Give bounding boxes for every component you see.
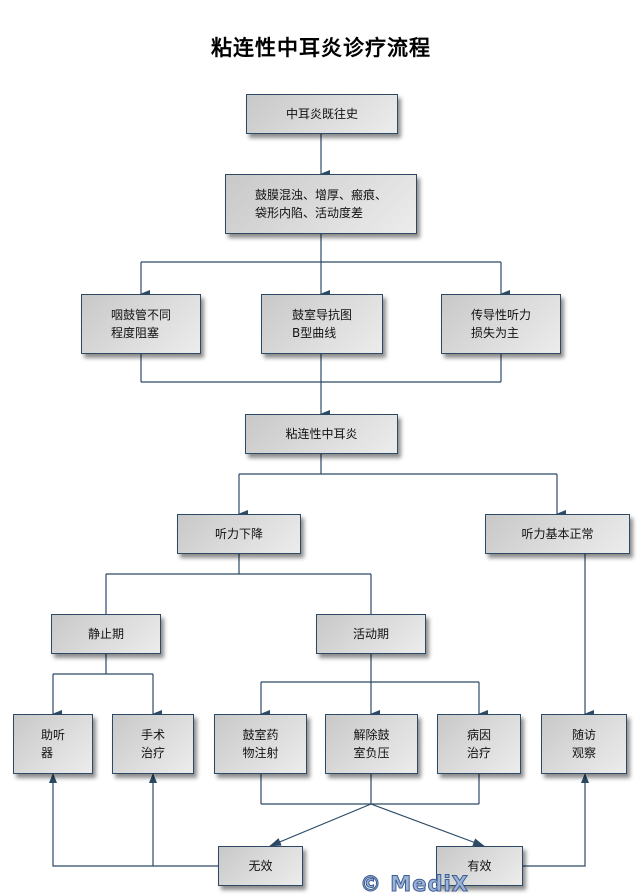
node-hearing-down[interactable]: 听力下降: [177, 514, 301, 554]
node-hearing-normal[interactable]: 听力基本正常: [485, 514, 630, 554]
node-label: 传导性听力 损失为主: [470, 308, 531, 340]
node-surgery[interactable]: 手术 治疗: [112, 714, 194, 774]
edge-to-ineffective: [269, 803, 372, 847]
edge-effective-feedback: [523, 773, 589, 867]
node-conductive-loss[interactable]: 传导性听力 损失为主: [441, 294, 561, 354]
node-label: 静止期: [87, 627, 124, 641]
node-active-phase[interactable]: 活动期: [316, 614, 426, 654]
node-static-phase[interactable]: 静止期: [51, 614, 161, 654]
node-tympanogram[interactable]: 鼓室导抗图 B型曲线: [261, 294, 383, 354]
node-ineffective[interactable]: 无效: [218, 846, 303, 886]
node-follow-up[interactable]: 随访 观察: [541, 714, 627, 774]
node-cause-treatment[interactable]: 病因 治疗: [437, 714, 521, 774]
node-label: 中耳炎既往史: [285, 107, 358, 121]
node-label: 鼓室导抗图 B型曲线: [291, 308, 352, 340]
diagram-title: 粘连性中耳炎诊疗流程: [211, 36, 431, 60]
node-relieve-pressure[interactable]: 解除鼓 室负压: [325, 714, 418, 774]
node-label: 随访 观察: [571, 728, 596, 760]
node-eardrum-signs[interactable]: 鼓膜混浊、增厚、瘢痕、 袋形内陷、活动度差: [225, 174, 417, 234]
node-label: 活动期: [352, 627, 389, 641]
node-label: 手术 治疗: [140, 728, 165, 760]
node-label: 助听 器: [40, 728, 65, 760]
node-diagnosis[interactable]: 粘连性中耳炎: [245, 414, 398, 454]
node-drug-injection[interactable]: 鼓室药 物注射: [214, 714, 307, 774]
edge-ineffective-feedback: [49, 773, 218, 867]
edge-to-effective: [370, 803, 485, 847]
node-label: 有效: [467, 859, 492, 873]
node-hearing-aid[interactable]: 助听 器: [13, 714, 93, 774]
node-effective[interactable]: 有效: [436, 846, 523, 886]
node-eustachian-block[interactable]: 咽鼓管不同 程度阻塞: [81, 294, 201, 354]
node-label: 解除鼓 室负压: [353, 728, 390, 760]
node-label: 鼓室药 物注射: [242, 728, 279, 760]
node-label: 听力下降: [214, 527, 263, 541]
node-label: 病因 治疗: [466, 728, 491, 760]
node-label: 鼓膜混浊、增厚、瘢痕、 袋形内陷、活动度差: [254, 188, 387, 220]
watermark-logo: © MediX: [360, 872, 469, 896]
node-label: 咽鼓管不同 程度阻塞: [110, 308, 171, 340]
node-label: 无效: [248, 859, 273, 873]
node-history[interactable]: 中耳炎既往史: [246, 94, 398, 134]
node-label: 听力基本正常: [521, 527, 594, 541]
node-label: 粘连性中耳炎: [285, 427, 358, 441]
